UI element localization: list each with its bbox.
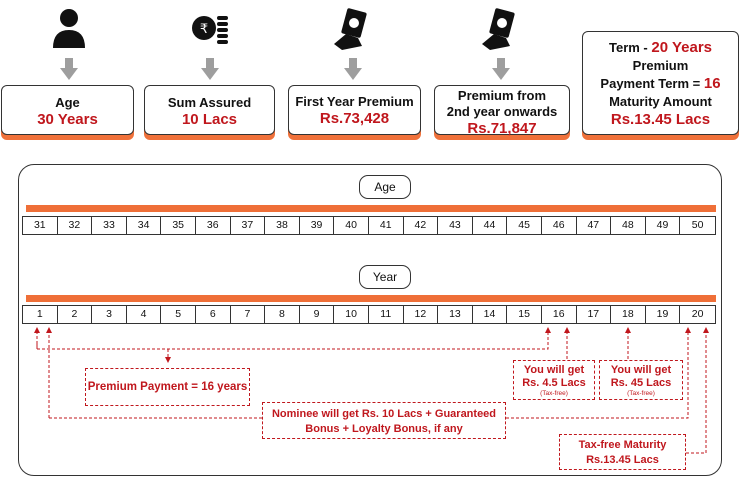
age-cell: 44	[473, 217, 508, 234]
age-value: 30 Years	[37, 111, 98, 128]
maturity-line2: Rs.13.45 Lacs	[586, 454, 659, 466]
age-cell: 40	[334, 217, 369, 234]
sum-assured-value: 10 Lacs	[181, 111, 238, 128]
year-cell: 6	[196, 306, 231, 323]
age-cell: 49	[646, 217, 681, 234]
down-arrow-icon	[60, 58, 78, 80]
age-cell: 39	[300, 217, 335, 234]
premium-label: Premium	[632, 58, 689, 73]
year18-benefit-line1: You will get	[610, 364, 672, 376]
premium-payment-note: Premium Payment = 16 years	[85, 368, 250, 406]
year-cell: 11	[369, 306, 404, 323]
year-cell: 12	[404, 306, 439, 323]
down-arrow-icon	[201, 58, 219, 80]
policy-summary-card: Term - 20 Years Premium Payment Term = 1…	[582, 31, 739, 135]
money-hand-icon	[334, 8, 367, 50]
age-cell: 37	[231, 217, 266, 234]
premium-payment-text: Premium Payment = 16 years	[87, 381, 248, 393]
age-cell: 48	[611, 217, 646, 234]
age-cell: 50	[691, 219, 704, 231]
year-cell: 19	[646, 306, 681, 323]
year-cell: 10	[334, 306, 369, 323]
sum-assured-card: Sum Assured 10 Lacs	[144, 85, 275, 135]
year-cell: 1	[23, 306, 58, 323]
year18-benefit-line2: Rs. 45 Lacs	[610, 377, 672, 389]
year-cell: 5	[161, 306, 196, 323]
age-cell: 33	[92, 217, 127, 234]
age-cell: 31	[23, 217, 58, 234]
year16-benefit-line2: Rs. 4.5 Lacs	[522, 377, 586, 389]
age-cell: 41	[369, 217, 404, 234]
year-cell: 16	[542, 306, 577, 323]
year-cell: 17	[577, 306, 612, 323]
age-cell: 34	[127, 217, 162, 234]
year-cell: 3	[92, 306, 127, 323]
year-cell: 4	[127, 306, 162, 323]
maturity-note: Tax-free Maturity Rs.13.45 Lacs	[559, 434, 686, 470]
age-cell: 35	[161, 217, 196, 234]
age-bar	[26, 205, 716, 212]
person-icon	[53, 9, 85, 48]
age-cell: 36	[196, 217, 231, 234]
first-year-premium-card: First Year Premium Rs.73,428	[288, 85, 421, 135]
year-cell: 8	[265, 306, 300, 323]
age-cell: 32	[58, 217, 93, 234]
nominee-line1: Nominee will get Rs. 10 Lacs + Guarantee…	[271, 408, 497, 420]
age-cell: 47	[577, 217, 612, 234]
renewal-premium-card: Premium from 2nd year onwards Rs.71,847	[434, 85, 570, 137]
age-cell: 43	[438, 217, 473, 234]
year-cell: 13	[438, 306, 473, 323]
year-cell: 20	[691, 308, 704, 320]
year18-tax-free: (Tax-free)	[627, 390, 655, 397]
year-cell: 7	[231, 306, 266, 323]
first-year-premium-label: First Year Premium	[295, 94, 414, 109]
payment-term-label: Payment Term =	[600, 76, 701, 91]
age-cell: 38	[265, 217, 300, 234]
nominee-note: Nominee will get Rs. 10 Lacs + Guarantee…	[262, 402, 506, 439]
svg-text:₹: ₹	[200, 22, 208, 37]
maturity-line1: Tax-free Maturity	[578, 439, 667, 451]
maturity-amount-label: Maturity Amount	[609, 94, 712, 109]
age-cell: 45	[507, 217, 542, 234]
down-arrow-icon	[492, 58, 510, 80]
money-hand-icon	[482, 8, 515, 50]
year16-benefit-line1: You will get	[523, 364, 585, 376]
age-cell: 42	[404, 217, 439, 234]
age-label: Age	[55, 95, 80, 110]
term-value: 20 Years	[651, 39, 712, 56]
age-card: Age 30 Years	[1, 85, 134, 135]
maturity-amount-value: Rs.13.45 Lacs	[610, 111, 711, 128]
term-label: Term -	[608, 40, 648, 55]
year-bar	[26, 295, 716, 302]
sum-assured-label: Sum Assured	[167, 95, 252, 110]
age-title: Age	[359, 175, 411, 199]
year-cell: 18	[611, 306, 646, 323]
first-year-premium-value: Rs.73,428	[319, 110, 390, 127]
year16-benefit-note: You will get Rs. 4.5 Lacs (Tax-free)	[513, 360, 595, 400]
nominee-line2: Bonus + Loyalty Bonus, if any	[305, 423, 463, 435]
year-cell: 15	[507, 306, 542, 323]
renewal-premium-value: Rs.71,847	[467, 120, 537, 137]
rupee-coins-icon: ₹	[192, 16, 228, 44]
year-title: Year	[359, 265, 411, 289]
year18-benefit-note: You will get Rs. 45 Lacs (Tax-free)	[599, 360, 683, 400]
down-arrow-icon	[344, 58, 362, 80]
year-cell: 9	[300, 306, 335, 323]
age-cell: 46	[542, 217, 577, 234]
renewal-premium-label-1: Premium from	[457, 88, 547, 103]
year-cell: 14	[473, 306, 508, 323]
payment-term-value: 16	[703, 75, 721, 92]
year16-tax-free: (Tax-free)	[540, 390, 568, 397]
renewal-premium-label-2: 2nd year onwards	[446, 104, 558, 119]
year-cell: 2	[58, 306, 93, 323]
